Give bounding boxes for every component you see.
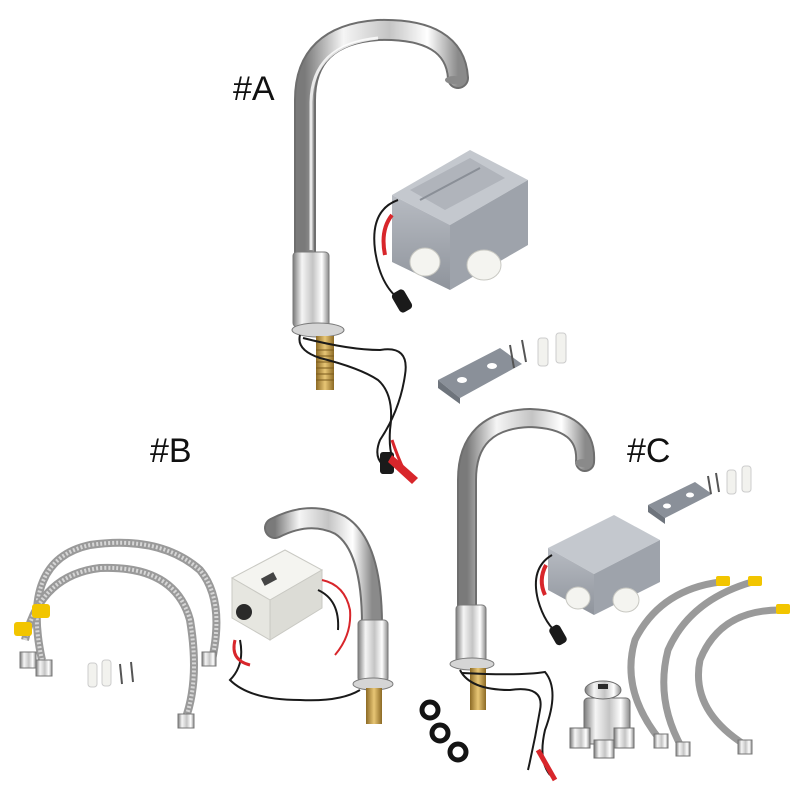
set-b-group: [14, 507, 394, 729]
control-box-b: [228, 549, 361, 702]
faucet-c: [449, 407, 596, 782]
hoses-c: [627, 576, 790, 757]
bracket-a: [438, 348, 522, 404]
set-c-group: [419, 407, 790, 782]
faucet-b: [264, 507, 394, 724]
bracket-c: [648, 482, 712, 524]
mixing-valve-c: [569, 680, 635, 759]
control-box-a: [373, 150, 528, 313]
faucet-a: [291, 18, 469, 484]
set-a-group: [291, 18, 567, 484]
set-c-label: #C: [627, 432, 671, 470]
screws-c: [707, 465, 752, 495]
set-b-label: #B: [150, 432, 192, 470]
set-a-label: #A: [233, 70, 275, 108]
hoses-b: [14, 538, 221, 729]
control-box-c: [534, 515, 660, 646]
screws-a: [509, 332, 567, 369]
screws-b: [87, 659, 134, 688]
gaskets-c: [419, 699, 469, 763]
